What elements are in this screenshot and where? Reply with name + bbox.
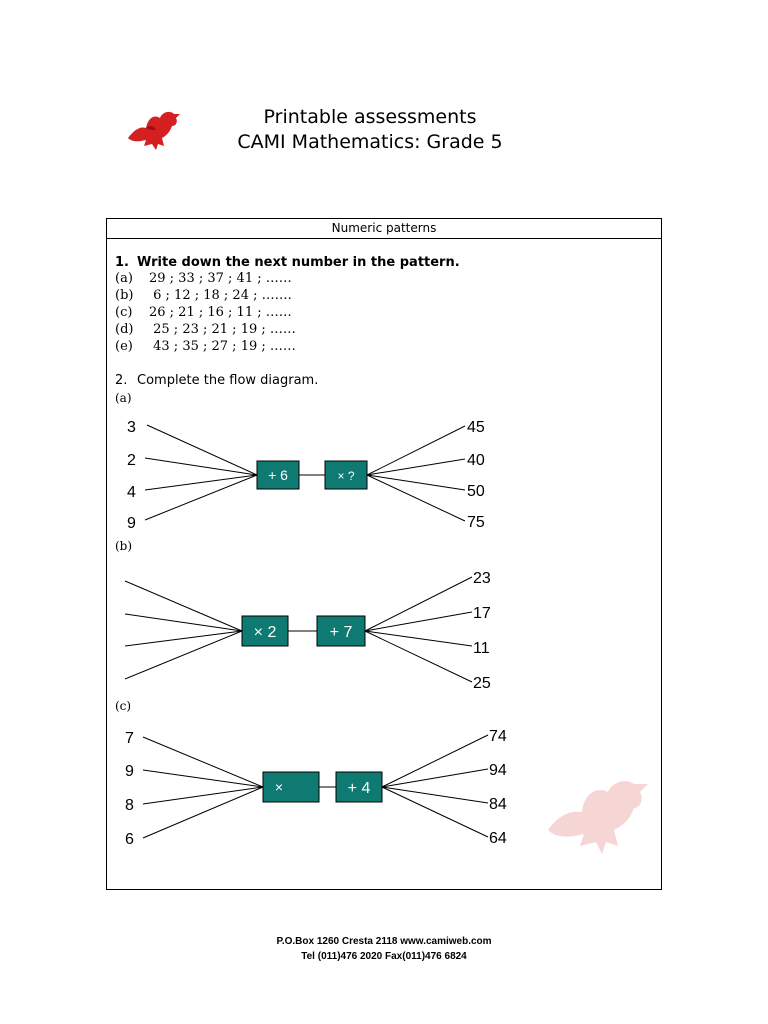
- input-number: 9: [125, 763, 134, 780]
- input-number: 8: [125, 797, 134, 814]
- question-2-text: Complete the flow diagram.: [137, 373, 319, 388]
- input-line: [124, 580, 243, 632]
- pattern-item-text: 43 ; 35 ; 27 ; 19 ; ……: [149, 339, 296, 354]
- operation-box-2: [335, 771, 383, 803]
- output-number: 64: [489, 830, 507, 847]
- output-number: 17: [473, 605, 491, 622]
- output-line: [381, 786, 489, 838]
- pattern-item-label: (e): [115, 339, 133, 354]
- input-line: [144, 474, 258, 491]
- output-number: 75: [467, 514, 485, 531]
- output-number: 23: [473, 570, 491, 587]
- output-number: 50: [467, 483, 485, 500]
- operation-1-label: × 2: [254, 624, 277, 641]
- question-1-number: 1.: [115, 255, 129, 270]
- input-line: [144, 457, 258, 476]
- operation-2-label: × ?: [337, 469, 354, 483]
- pattern-item: (d) 25 ; 23 ; 21 ; 19 ; ……: [115, 321, 296, 338]
- pattern-item: (e) 43 ; 35 ; 27 ; 19 ; ……: [115, 338, 296, 355]
- input-line: [142, 786, 264, 839]
- worksheet-box: Numeric patterns 1. Write down the next n…: [106, 218, 662, 890]
- output-line: [366, 474, 466, 491]
- worksheet-title: Numeric patterns: [107, 219, 661, 239]
- header-title-line2: CAMI Mathematics: Grade 5: [237, 131, 503, 153]
- input-line: [124, 630, 243, 680]
- operation-box-2: [324, 460, 368, 490]
- output-line: [366, 474, 466, 522]
- pattern-item-label: (b): [115, 288, 134, 303]
- operation-1-label: + 6: [268, 467, 288, 483]
- operation-2-label: + 4: [348, 780, 371, 797]
- input-line: [124, 630, 243, 647]
- output-number: 94: [489, 762, 507, 779]
- operation-box-1: [256, 460, 300, 490]
- flow-diagram-c: 7 9 8 6 × + 4 74 94 84 64: [125, 728, 507, 848]
- diagram-b-label: (b): [115, 539, 133, 553]
- output-number: 84: [489, 796, 507, 813]
- pattern-item-text: 6 ; 12 ; 18 ; 24 ; …….: [149, 288, 292, 303]
- operation-1-label: ×: [275, 779, 283, 795]
- operation-box-2: [316, 615, 366, 647]
- output-line: [364, 611, 473, 632]
- input-line: [144, 474, 258, 521]
- input-line: [142, 786, 264, 805]
- flow-diagram-a: 3 2 4 9 + 6 × ? 45 40 50 75: [127, 419, 485, 532]
- input-number: 4: [127, 484, 136, 501]
- input-number: 6: [125, 831, 134, 848]
- output-line: [364, 576, 473, 632]
- output-number: 11: [473, 640, 490, 657]
- pattern-item: (a) 29 ; 33 ; 37 ; 41 ; ……: [115, 270, 292, 287]
- question-2-heading: 2. Complete the flow diagram.: [115, 373, 318, 388]
- input-line: [124, 613, 243, 632]
- header-title-line1: Printable assessments: [263, 106, 477, 128]
- output-line: [381, 786, 489, 804]
- pattern-item-label: (d): [115, 322, 134, 337]
- pattern-item: (c) 26 ; 21 ; 16 ; 11 ; ……: [115, 304, 292, 321]
- output-line: [364, 630, 473, 647]
- pattern-item-text: 26 ; 21 ; 16 ; 11 ; ……: [149, 305, 292, 320]
- cami-dragon-watermark-icon: [548, 781, 648, 854]
- operation-2-label: + 7: [330, 624, 353, 641]
- input-number: 3: [127, 419, 136, 436]
- question-1-text: Write down the next number in the patter…: [137, 255, 460, 270]
- output-line: [366, 458, 466, 476]
- output-number: 45: [467, 419, 485, 436]
- input-line: [142, 736, 264, 788]
- cami-dragon-logo-icon: [128, 111, 180, 150]
- output-line: [381, 734, 489, 788]
- operation-box-1: [241, 615, 289, 647]
- output-number: 25: [473, 675, 491, 692]
- pattern-item-label: (a): [115, 271, 133, 286]
- pattern-item-text: 29 ; 33 ; 37 ; 41 ; ……: [149, 271, 292, 286]
- pattern-item: (b) 6 ; 12 ; 18 ; 24 ; …….: [115, 287, 292, 304]
- pattern-item-label: (c): [115, 305, 133, 320]
- output-line: [366, 425, 466, 476]
- operation-box-1: [262, 771, 320, 803]
- input-number: 9: [127, 515, 136, 532]
- output-number: 74: [489, 728, 507, 745]
- diagram-c-label: (c): [115, 699, 132, 713]
- input-line: [142, 769, 264, 788]
- question-1-heading: 1. Write down the next number in the patt…: [115, 255, 460, 270]
- input-line: [146, 424, 258, 476]
- output-number: 40: [467, 452, 485, 469]
- diagram-a-label: (a): [115, 391, 132, 405]
- flow-diagram-b: × 2 + 7 23 17 11 25: [124, 570, 491, 692]
- input-number: 2: [127, 452, 136, 469]
- footer-address: P.O.Box 1260 Cresta 2118 www.camiweb.com: [276, 936, 492, 947]
- question-2-number: 2.: [115, 373, 128, 388]
- footer-contact: Tel (011)476 2020 Fax(011)476 6824: [301, 951, 467, 962]
- pattern-item-text: 25 ; 23 ; 21 ; 19 ; ……: [149, 322, 296, 337]
- input-number: 7: [125, 730, 134, 747]
- output-line: [381, 768, 489, 788]
- output-line: [364, 630, 473, 683]
